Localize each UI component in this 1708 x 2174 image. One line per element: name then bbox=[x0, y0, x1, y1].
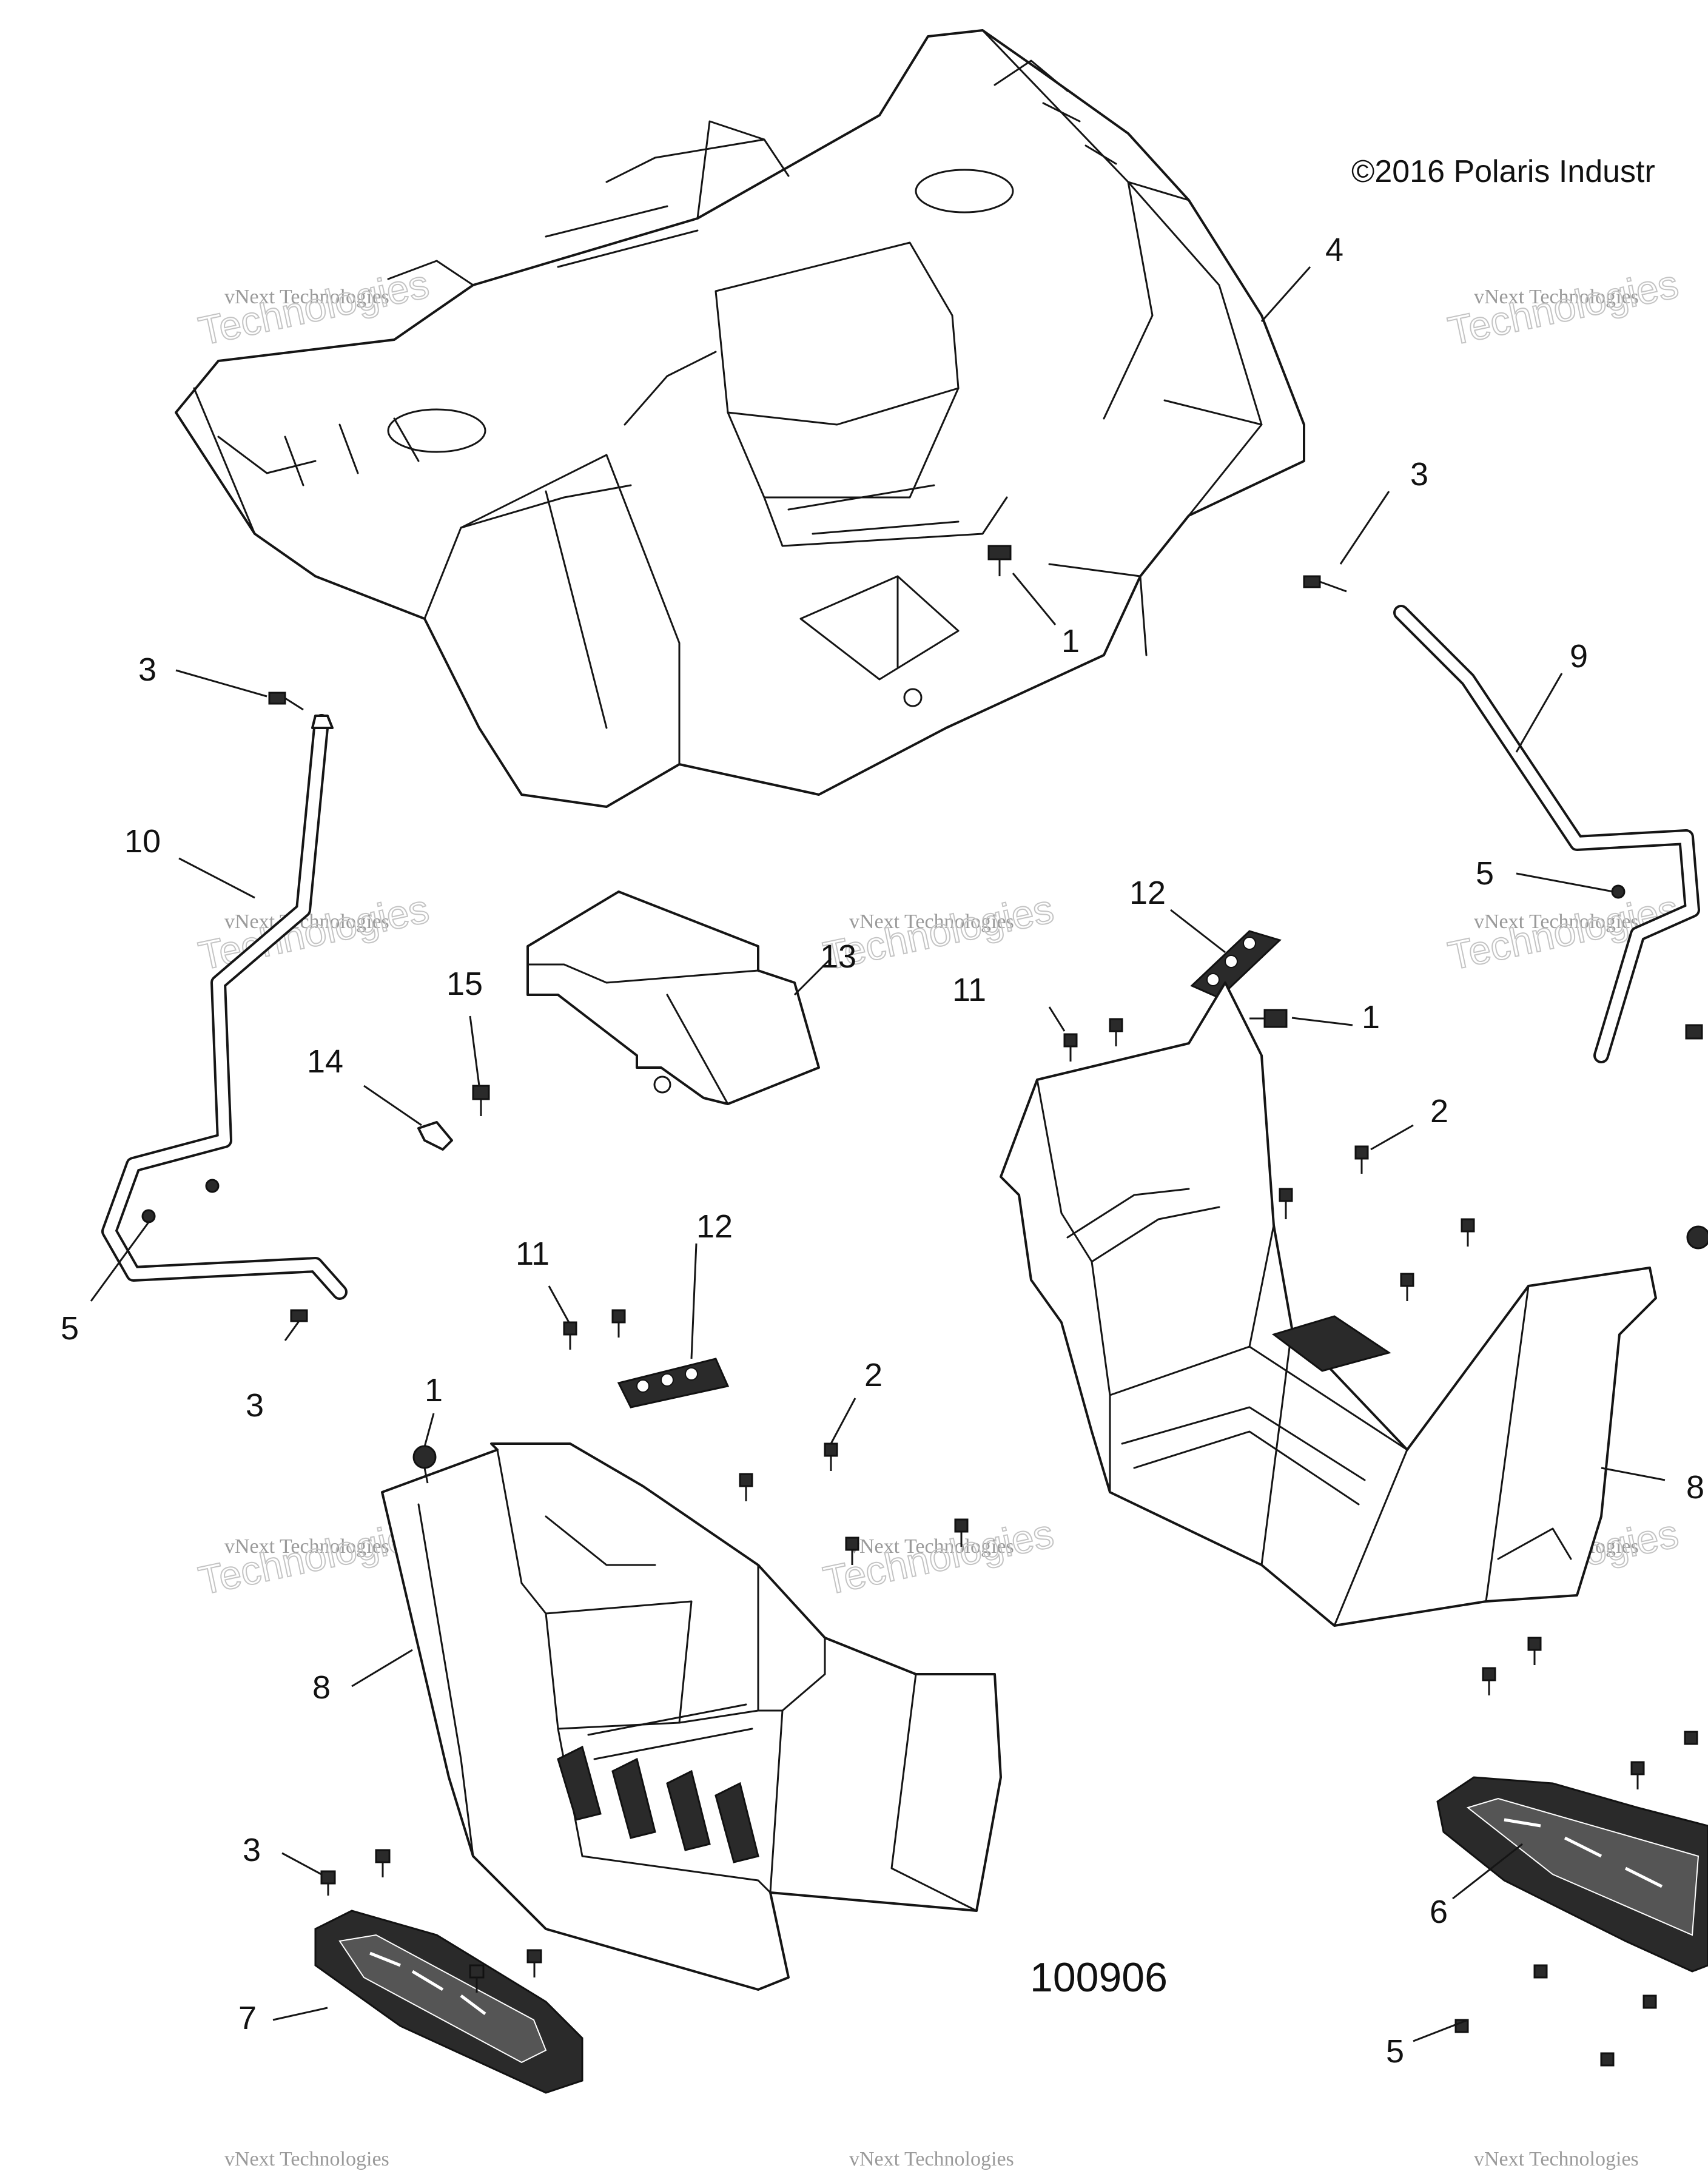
callout-label: 8 bbox=[312, 1669, 331, 1706]
watermark-text: vNext Technologies bbox=[849, 910, 1014, 933]
bolt bbox=[1063, 1033, 1078, 1062]
bolt bbox=[375, 1849, 391, 1877]
callout-label: 3 bbox=[1410, 456, 1428, 493]
callout-label: 3 bbox=[243, 1832, 261, 1868]
watermark-text: vNext Technologies bbox=[849, 1535, 1014, 1558]
callout-label: 15 bbox=[446, 966, 483, 1002]
bolt bbox=[1279, 1188, 1293, 1219]
drawing-number: 100906 bbox=[1030, 1954, 1168, 2001]
bolt bbox=[824, 1442, 838, 1471]
part-left-footwell bbox=[381, 1442, 1002, 1991]
callout-label: 2 bbox=[1430, 1093, 1448, 1129]
bolt bbox=[1630, 1761, 1645, 1789]
callout-label: 5 bbox=[1386, 2033, 1404, 2070]
bolt bbox=[1109, 1018, 1123, 1046]
bolt bbox=[526, 1949, 542, 1977]
bolt bbox=[1642, 1994, 1657, 2009]
callout-label: 12 bbox=[1129, 875, 1166, 911]
watermark-text-large: Technologies bbox=[819, 1510, 1057, 1603]
watermark: vNext Technologies bbox=[224, 2148, 389, 2170]
callout-label: 11 bbox=[952, 972, 986, 1008]
bolt bbox=[1482, 1667, 1496, 1695]
callout-label: 1 bbox=[425, 1372, 443, 1408]
callout-label: 5 bbox=[1476, 855, 1494, 892]
callout-label: 1 bbox=[1061, 623, 1080, 659]
callout-label: 3 bbox=[138, 651, 156, 688]
part-clip-strip-right bbox=[1190, 930, 1282, 999]
part-right-rack-bar bbox=[1393, 605, 1700, 1063]
callout-label: 9 bbox=[1570, 638, 1588, 675]
bolt bbox=[1600, 2052, 1615, 2067]
callout-numbers: 4 3 1 9 3 10 5 12 13 11 1 15 14 2 5 11 1… bbox=[61, 232, 1704, 2070]
part-rear-fender bbox=[175, 29, 1305, 808]
callout-label: 14 bbox=[307, 1043, 343, 1080]
bolt bbox=[284, 1309, 308, 1341]
part-left-rack-bar bbox=[101, 714, 348, 1300]
watermark-text: vNext Technologies bbox=[1474, 286, 1639, 308]
bolt bbox=[469, 1964, 485, 1993]
bolt bbox=[268, 692, 304, 711]
callout-label: 5 bbox=[61, 1310, 79, 1347]
bolt bbox=[1400, 1273, 1414, 1301]
bolt bbox=[739, 1473, 753, 1501]
bolt bbox=[1533, 1964, 1548, 1979]
callout-label: 2 bbox=[864, 1357, 883, 1393]
push-rivet bbox=[1686, 1225, 1708, 1250]
watermark: vNext Technologies Technologies bbox=[1444, 260, 1683, 354]
part-clip-strip-left bbox=[617, 1358, 730, 1408]
bolt bbox=[954, 1518, 969, 1547]
watermark-text: vNext Technologies bbox=[224, 1535, 389, 1558]
part-left-footrest bbox=[314, 1910, 583, 2094]
callout-label: 13 bbox=[820, 938, 856, 975]
bolt bbox=[1527, 1637, 1542, 1665]
copyright-notice: ©2016 Polaris Industr bbox=[1351, 154, 1655, 189]
push-rivet bbox=[987, 545, 1012, 576]
callout-label: 4 bbox=[1325, 232, 1343, 268]
callout-label: 11 bbox=[516, 1236, 550, 1272]
callout-label: 8 bbox=[1686, 1469, 1704, 1506]
bolt bbox=[845, 1536, 859, 1565]
bolt bbox=[1684, 1731, 1698, 1745]
watermark-text: vNext Technologies bbox=[1474, 910, 1639, 933]
bolt bbox=[563, 1321, 577, 1350]
bolt bbox=[1354, 1145, 1369, 1174]
watermark-text-large: Technologies bbox=[1444, 261, 1682, 353]
leader-lines bbox=[90, 266, 1666, 2042]
watermark: vNext Technologies bbox=[1474, 2148, 1639, 2170]
callout-label: 6 bbox=[1430, 1894, 1448, 1930]
bolt bbox=[1685, 1024, 1703, 1040]
bolt bbox=[611, 1309, 626, 1338]
callout-label: 1 bbox=[1362, 999, 1380, 1035]
watermark-text: vNext Technologies bbox=[224, 2148, 389, 2170]
push-rivet bbox=[1249, 1009, 1288, 1028]
bolt bbox=[1461, 1218, 1475, 1247]
callout-label: 7 bbox=[238, 2000, 257, 2036]
callout-label: 12 bbox=[696, 1208, 733, 1245]
clip-nut bbox=[417, 1121, 453, 1151]
callout-label: 10 bbox=[124, 823, 161, 860]
bolt bbox=[320, 1870, 336, 1896]
part-heat-shield bbox=[526, 890, 820, 1105]
watermark-text: vNext Technologies bbox=[1474, 2148, 1639, 2170]
part-right-footwell bbox=[1000, 981, 1657, 1627]
bolt bbox=[472, 1085, 490, 1116]
watermark-text: vNext Technologies bbox=[224, 286, 389, 308]
bolt bbox=[1303, 575, 1347, 593]
watermark: vNext Technologies Technologies bbox=[819, 1510, 1058, 1603]
watermark: vNext Technologies bbox=[849, 2148, 1014, 2170]
callout-label: 3 bbox=[246, 1387, 264, 1424]
fasteners bbox=[268, 545, 1708, 2067]
watermark-text: vNext Technologies bbox=[849, 2148, 1014, 2170]
part-right-footrest bbox=[1436, 1776, 1708, 1973]
